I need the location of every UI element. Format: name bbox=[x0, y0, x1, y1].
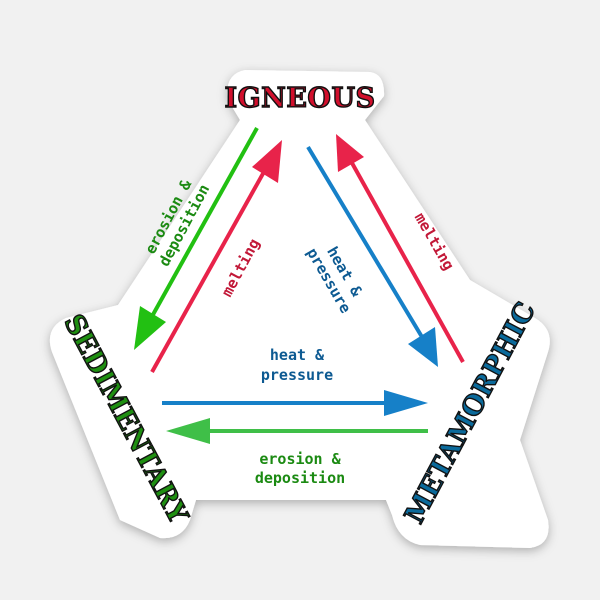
label-erosion-deposition-bottom: erosion & deposition bbox=[255, 450, 345, 487]
label-line-1: erosion & bbox=[259, 450, 341, 468]
label-line-1: heat & bbox=[270, 346, 325, 364]
arrow-heat-pressure-sedimentary-to-metamorphic bbox=[162, 390, 428, 416]
label-line-2: pressure bbox=[261, 366, 333, 384]
label-heat-pressure-bottom: heat & pressure bbox=[261, 346, 333, 384]
arrow-melting-metamorphic-to-igneous bbox=[336, 134, 465, 363]
igneous-label: IGNEOUS bbox=[224, 83, 375, 114]
arrow-erosion-metamorphic-to-sedimentary bbox=[166, 418, 428, 444]
arrow-heat-pressure-igneous-to-metamorphic bbox=[306, 145, 438, 367]
label-line-2: deposition bbox=[255, 469, 345, 487]
arrow-erosion-igneous-to-sedimentary bbox=[134, 127, 259, 350]
arrow-melting-sedimentary-to-igneous bbox=[150, 140, 282, 373]
